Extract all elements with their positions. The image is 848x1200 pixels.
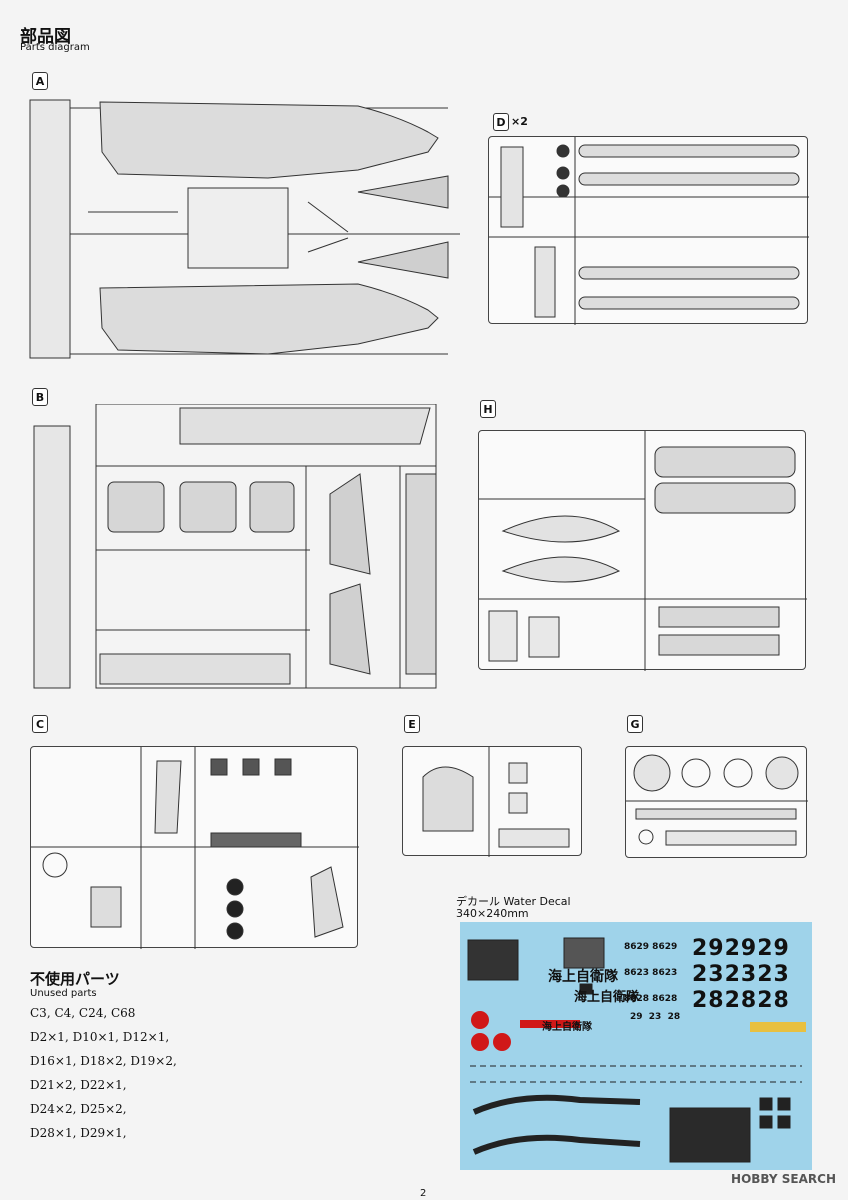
runner-a-diagram [28, 92, 460, 362]
unused-parts-line: D28×1, D29×1, [30, 1126, 127, 1140]
page-number: 2 [420, 1188, 427, 1199]
decal-number-29: 292929 [692, 936, 790, 961]
unused-parts-line: D24×2, D25×2, [30, 1102, 127, 1116]
runner-d-frame [488, 136, 809, 325]
decal-small-number: 8623 8623 [624, 968, 678, 978]
decal-small-number: 8628 8628 [624, 994, 678, 1004]
decal-kanji: 海上自衛隊 [574, 990, 640, 1005]
decal-kanji: 海上自衛隊 [548, 969, 618, 985]
page-title: 部品図 [20, 27, 71, 47]
runner-h-frame [478, 430, 807, 671]
runner-e-frame [402, 746, 582, 857]
unused-parts-line: D16×1, D18×2, D19×2, [30, 1054, 177, 1068]
unused-parts-title: 不使用パーツ [30, 970, 120, 988]
runner-multiplier-d: ×2 [511, 115, 528, 128]
decal-small-number: 8629 8629 [624, 942, 678, 952]
decal-number-23: 232323 [692, 962, 790, 987]
runner-g-frame [625, 746, 808, 858]
unused-parts-line: D2×1, D10×1, D12×1, [30, 1030, 170, 1044]
runner-label-b: B [32, 388, 48, 406]
runner-label-c: C [32, 715, 48, 733]
decal-title: デカール Water Decal [456, 895, 571, 908]
runner-label-g: G [627, 715, 643, 733]
decal-number-28: 282828 [692, 988, 790, 1013]
runner-label-e: E [404, 715, 420, 733]
unused-parts-line: D21×2, D22×1, [30, 1078, 127, 1092]
decal-kanji: 海上自衛隊 [542, 1022, 592, 1033]
runner-c-frame [30, 746, 359, 949]
decal-size: 340×240mm [456, 907, 529, 920]
page-subtitle: Parts diagram [20, 42, 90, 53]
decal-small-number: 29 23 28 [630, 1012, 681, 1022]
runner-label-d: D [493, 113, 509, 131]
runner-label-a: A [32, 72, 48, 90]
unused-parts-line: C3, C4, C24, C68 [30, 1006, 136, 1020]
runner-label-h: H [480, 400, 496, 418]
runner-b-diagram [30, 404, 444, 694]
decal-sheet: 292929 232323 282828 8629 8629 8623 8623… [460, 922, 812, 1170]
unused-parts-subtitle: Unused parts [30, 988, 97, 999]
watermark: HOBBY SEARCH [731, 1172, 836, 1186]
